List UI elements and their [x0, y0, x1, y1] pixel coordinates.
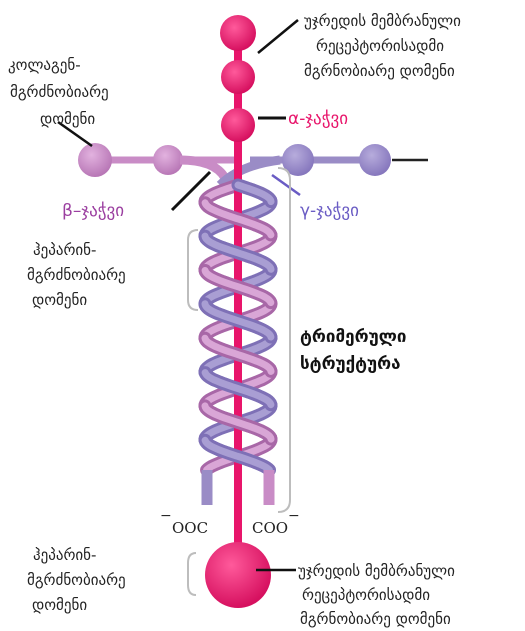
trimer-label-2: სტრუქტურა [300, 354, 401, 374]
top-receptor-label-2: რეცეპტორისადმი [316, 37, 444, 55]
beta-chain-label: β–ჯაჭვი [62, 201, 124, 221]
terminal-left-label: OOC [172, 519, 208, 537]
heparin-bottom-bracket [188, 553, 196, 595]
gamma-globular-domain-2 [359, 144, 391, 176]
terminal-right-sign: − [288, 508, 300, 524]
beta-globular-domain-1 [78, 143, 112, 177]
trimer-bracket [278, 168, 290, 512]
bottom-receptor-label-3: მგრნობიარე დომენი [300, 610, 451, 628]
top-receptor-pointer [258, 20, 298, 53]
bottom-receptor-label-2: რეცეპტორისადმი [302, 586, 430, 604]
top-receptor-label-1: უჯრედის მემბრანული [304, 12, 461, 30]
heparin-top-label-2: მგრძნობიარე [27, 266, 126, 284]
collagen-label-2: მგრძნობიარე [10, 83, 109, 101]
beta-globular-domain-2 [153, 145, 183, 175]
terminal-left-sign: − [160, 508, 172, 524]
alpha-top-domain-3 [221, 108, 255, 142]
gamma-pointer [272, 175, 300, 195]
heparin-top-bracket [188, 230, 198, 310]
bottom-receptor-label-1: უჯრედის მემბრანული [298, 562, 455, 580]
alpha-bottom-globular-domain [205, 542, 271, 608]
beta-chain-arm [78, 143, 240, 178]
heparin-bottom-label-3: დომენი [32, 596, 87, 614]
gamma-chain-label: γ-ჯაჭვი [300, 201, 359, 221]
collagen-label-1: კოლაგენ- [8, 56, 81, 74]
heparin-top-label-3: დომენი [32, 291, 87, 309]
gamma-chain-arm [220, 144, 428, 185]
collagen-label-3: დომენი [40, 110, 95, 128]
heparin-bottom-label-2: მგრძნობიარე [27, 571, 126, 589]
alpha-top-domain-2 [221, 60, 255, 94]
heparin-top-label-1: ჰეპარინ- [33, 241, 96, 259]
alpha-top-domain-1 [220, 15, 256, 51]
alpha-chain-label: α-ჯაჭვი [288, 109, 348, 129]
terminal-right-label: COO [252, 519, 288, 537]
heparin-bottom-label-1: ჰეპარინ- [33, 546, 96, 564]
top-receptor-label-3: მგრნობიარე დომენი [304, 62, 455, 80]
trimer-label-1: ტრიმერული [300, 327, 406, 347]
